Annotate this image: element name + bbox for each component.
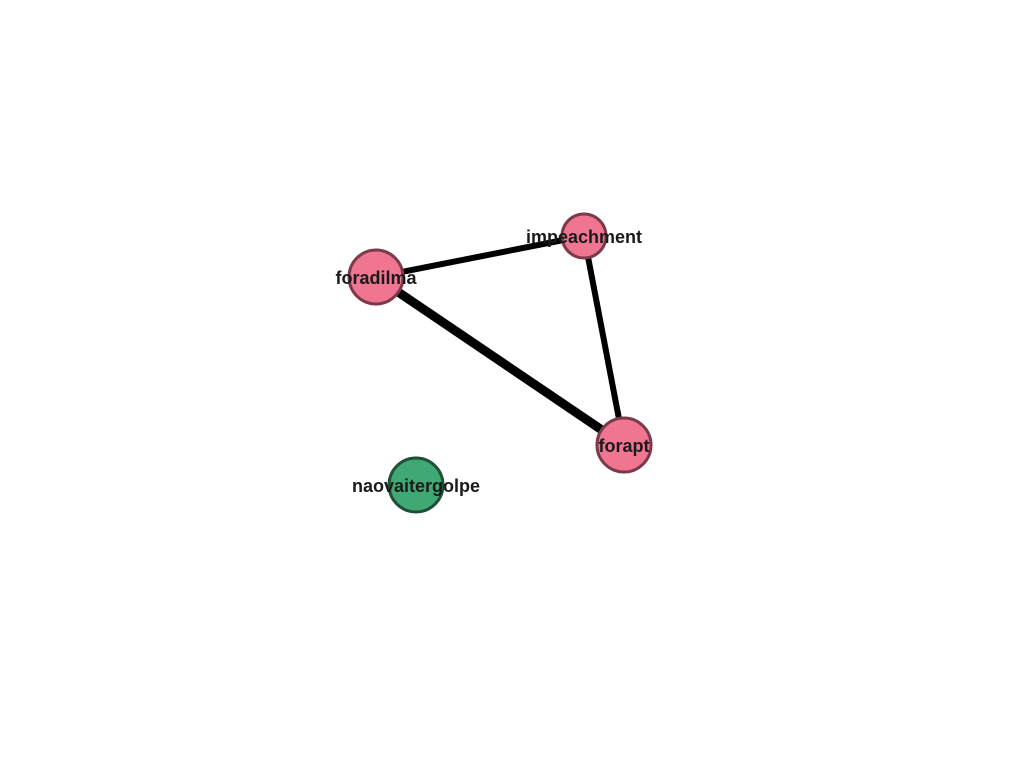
node-forapt xyxy=(595,416,653,474)
edge-foradilma-impeachment xyxy=(375,233,585,280)
node-label-foradilma: foradilma xyxy=(335,268,417,288)
labels-layer: foradilma impeachment forapt naovaitergolpe xyxy=(335,227,649,496)
edge-foradilma-forapt xyxy=(373,273,627,449)
edges-layer xyxy=(373,233,627,449)
edge-impeachment-forapt xyxy=(581,235,627,446)
node-label-naovaitergolpe: naovaitergolpe xyxy=(352,476,480,496)
nodes-layer xyxy=(347,212,653,514)
node-label-impeachment: impeachment xyxy=(526,227,642,247)
node-foradilma xyxy=(347,248,405,306)
node-naovaitergolpe xyxy=(387,456,445,514)
node-impeachment xyxy=(560,212,608,260)
node-label-forapt: forapt xyxy=(599,436,650,456)
